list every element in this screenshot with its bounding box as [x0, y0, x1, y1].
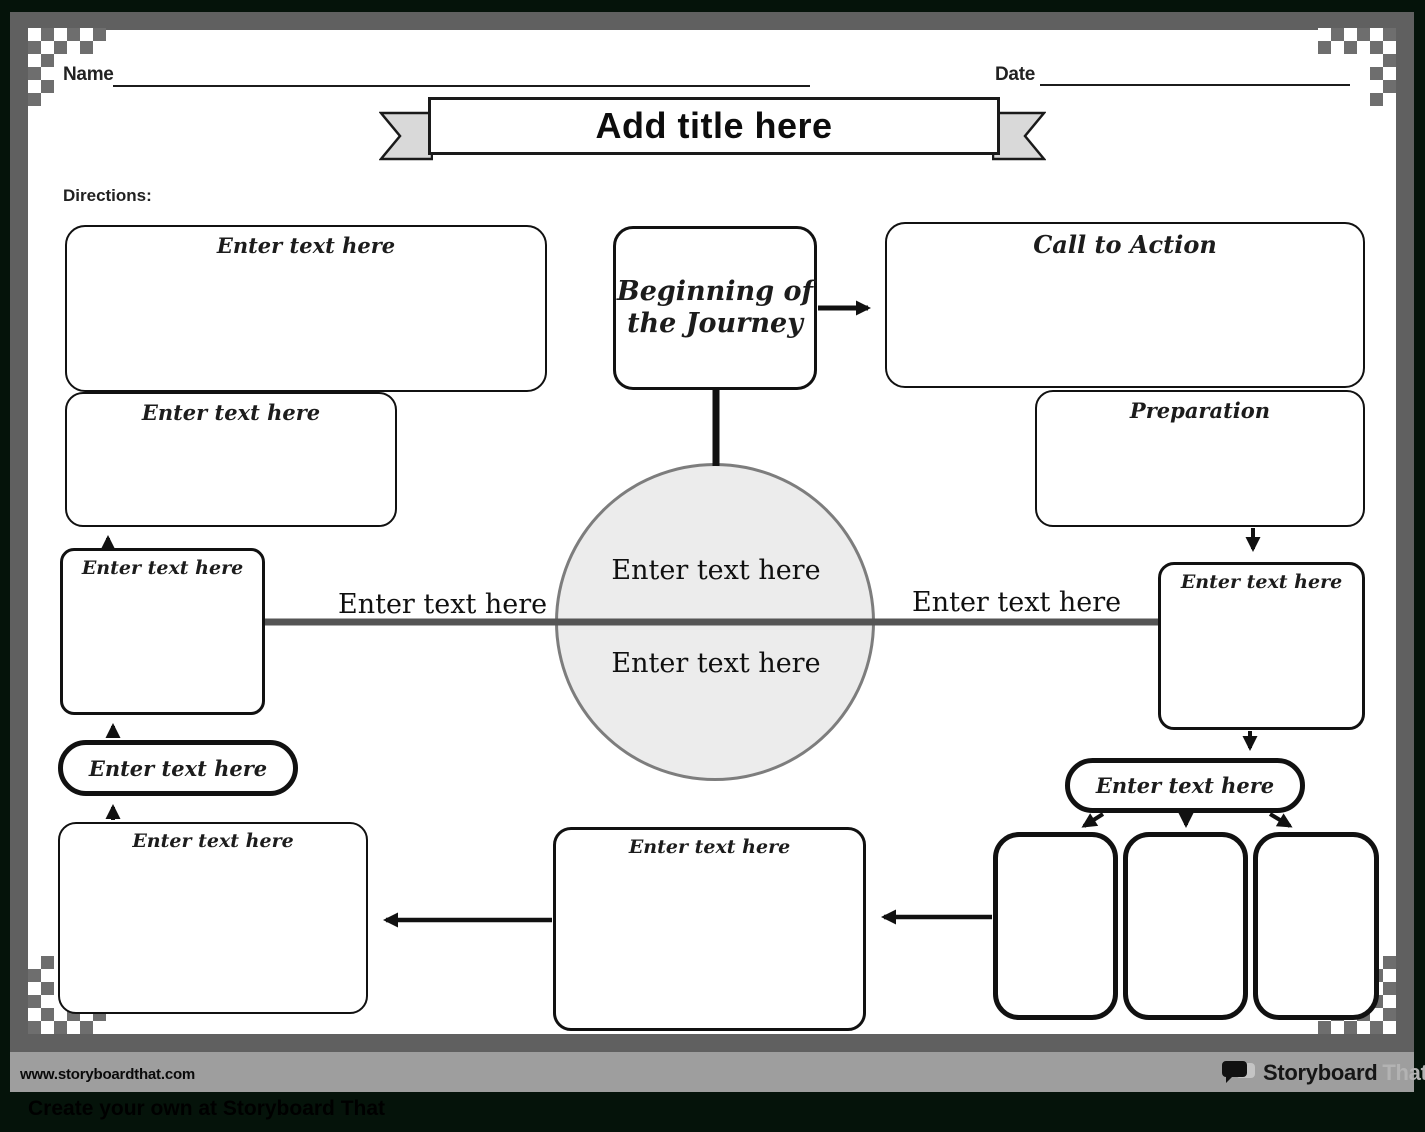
- top-left-text-box[interactable]: Enter text here: [65, 225, 547, 392]
- center-circle[interactable]: [555, 463, 875, 781]
- bottom-right-box-1[interactable]: [993, 832, 1118, 1020]
- left-second-text-box-label: Enter text here: [141, 400, 321, 425]
- checker-corner-top-left-v: [28, 28, 54, 106]
- line-label-right[interactable]: Enter text here: [912, 587, 1122, 618]
- call-to-action-label: Call to Action: [1033, 230, 1217, 259]
- preparation-box[interactable]: Preparation: [1035, 390, 1365, 527]
- brand-logo: Storyboard That: [1222, 1060, 1425, 1086]
- left-second-text-box[interactable]: Enter text here: [65, 392, 397, 527]
- right-pill-label: Enter text here: [1095, 773, 1275, 798]
- bottom-center-text-box-label: Enter text here: [628, 836, 791, 858]
- bottom-center-text-box[interactable]: Enter text here: [553, 827, 866, 1031]
- footer-tagline: Create your own at Storyboard That: [28, 1097, 386, 1120]
- right-middle-text-box-label: Enter text here: [1180, 571, 1343, 593]
- top-left-text-box-label: Enter text here: [216, 233, 396, 258]
- right-middle-text-box[interactable]: Enter text here: [1158, 562, 1365, 730]
- left-pill-label: Enter text here: [88, 755, 268, 781]
- preparation-label: Preparation: [1129, 398, 1271, 423]
- date-label: Date: [995, 64, 1035, 85]
- circle-bottom-text[interactable]: Enter text here: [611, 648, 821, 679]
- bottom-right-box-3[interactable]: [1253, 832, 1379, 1020]
- title-banner[interactable]: Add title here: [428, 97, 1000, 155]
- bottom-right-box-2[interactable]: [1123, 832, 1248, 1020]
- footer-band: [10, 1052, 1414, 1092]
- ribbon-tail-left-icon: [379, 111, 433, 161]
- checker-corner-top-right-v: [1370, 28, 1396, 106]
- right-pill-box[interactable]: Enter text here: [1065, 758, 1305, 813]
- left-middle-text-box[interactable]: Enter text here: [60, 548, 265, 715]
- line-label-left[interactable]: Enter text here: [338, 589, 548, 620]
- bottom-left-text-box-label: Enter text here: [132, 830, 294, 852]
- storyboard-logo-icon: [1222, 1061, 1255, 1083]
- circle-top-text[interactable]: Enter text here: [611, 555, 821, 586]
- footer-website: www.storyboardthat.com: [20, 1066, 196, 1083]
- left-pill-box[interactable]: Enter text here: [58, 740, 298, 796]
- journey-line-2: the Journey: [627, 308, 803, 339]
- brand-primary: Storyboard: [1263, 1060, 1378, 1085]
- left-middle-text-box-label: Enter text here: [81, 557, 244, 579]
- call-to-action-box[interactable]: Call to Action: [885, 222, 1365, 388]
- ribbon-tail-right-icon: [992, 111, 1046, 161]
- bottom-left-text-box[interactable]: Enter text here: [58, 822, 368, 1014]
- name-input-line[interactable]: [113, 85, 810, 87]
- directions-label: Directions:: [63, 186, 152, 205]
- brand-secondary: That: [1382, 1060, 1425, 1085]
- page-title: Add title here: [595, 105, 833, 146]
- date-input-line[interactable]: [1040, 84, 1350, 86]
- journey-start-box[interactable]: Beginning of the Journey: [613, 226, 817, 390]
- journey-line-1: Beginning of: [616, 275, 814, 307]
- name-label: Name: [63, 64, 114, 85]
